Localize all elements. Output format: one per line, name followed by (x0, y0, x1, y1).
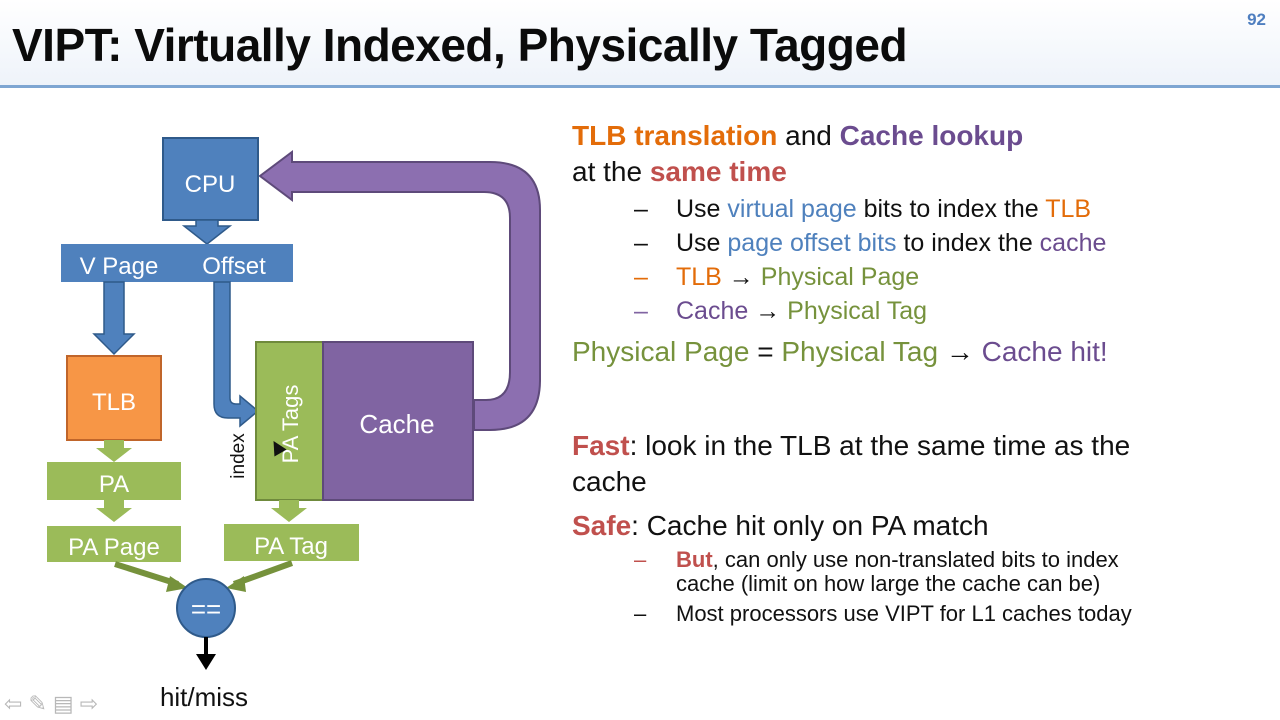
small-bullet-1-cont: cache (limit on how large the cache can … (572, 572, 1262, 596)
vpage-to-tlb-arrow (92, 281, 136, 356)
at-the-text: at the (572, 156, 650, 187)
index-label: index (228, 433, 249, 479)
vipt-diagram: CPU V Page Offset TLB PA PA Page PA Tags… (47, 137, 541, 712)
and-text: and (777, 120, 840, 151)
eq-text: Physical Tag (781, 336, 939, 367)
patags-to-patag-arrow (271, 500, 307, 522)
safe-line: Safe: Cache hit only on PA match (572, 508, 1262, 544)
pa-page-box (47, 526, 181, 562)
same-time-text: same time (649, 156, 787, 187)
small-text: , can only use non-translated bits to in… (712, 547, 1119, 572)
bullet-text: bits to index the (856, 195, 1046, 223)
next-slide-icon[interactable]: ⇨ (79, 691, 99, 716)
return-arrow-body (258, 150, 541, 431)
bullet-dash: – (634, 547, 647, 572)
bullet-text: to index the (896, 229, 1040, 257)
papage-to-compare-line (114, 561, 179, 587)
bullet-4: –Cache → Physical Tag (572, 294, 1262, 328)
bullet-text: page offset bits (727, 229, 897, 257)
bullet-text: Physical Page (760, 263, 920, 291)
bullet-1: –Use virtual page bits to index the TLB (572, 192, 1262, 226)
eq-text: → (938, 336, 982, 367)
but-text: But (676, 547, 713, 572)
pa-box (47, 462, 181, 500)
bullet-text: virtual page (727, 195, 857, 223)
small-bullet-2: – Most processors use VIPT for L1 caches … (572, 602, 1262, 626)
small-text: cache (limit on how large the cache can … (676, 571, 1101, 596)
bullet-text: Physical Tag (787, 297, 928, 325)
eq-text: Cache hit! (981, 336, 1108, 367)
patag-to-compare-head (226, 576, 246, 592)
pa-page-label: PA Page (68, 534, 160, 561)
v-page-label: V Page (80, 253, 159, 280)
arrow-text: → (748, 297, 788, 325)
bullet-text: cache (1039, 229, 1107, 257)
fast-text: : look in the TLB at the same time as th… (629, 430, 1131, 461)
offset-label: Offset (202, 253, 266, 280)
pa-label: PA (99, 471, 129, 498)
pa-to-papage-arrow (96, 500, 132, 522)
bullet-2: –Use page offset bits to index the cache (572, 226, 1262, 260)
bullet-text: Cache (676, 297, 749, 325)
bullet-dash: – (634, 195, 648, 223)
cache-label: Cache (359, 409, 434, 439)
safe-label: Safe (572, 510, 632, 541)
small-text: Most processors use VIPT for L1 caches t… (676, 601, 1132, 626)
bullet-text: TLB (1045, 195, 1092, 223)
safe-text: : Cache hit only on PA match (631, 510, 989, 541)
pa-tags-label: PA Tags (278, 385, 303, 464)
cpu-down-arrow (181, 219, 233, 245)
pen-icon[interactable]: ✎ (28, 691, 47, 716)
pa-tag-box (224, 524, 359, 561)
equality-line: Physical Page = Physical Tag → Cache hit… (572, 334, 1262, 370)
bullet-dash: – (634, 263, 648, 291)
line-2: at the same time (572, 154, 1262, 190)
slideshow-nav: ⇦ ✎ ▤ ⇨ (4, 692, 98, 716)
cache-lookup-text: Cache lookup (839, 120, 1024, 151)
fast-line: Fast: look in the TLB at the same time a… (572, 428, 1262, 464)
virtual-address-bar (61, 244, 293, 282)
tlb-to-pa-arrow (96, 440, 132, 462)
slide-body: TLB translation and Cache lookup at the … (572, 118, 1262, 626)
bullet-text: Use (676, 195, 728, 223)
tlb-label: TLB (92, 389, 136, 416)
cpu-label: CPU (185, 171, 236, 198)
slide-header: VIPT: Virtually Indexed, Physically Tagg… (0, 0, 1280, 88)
fast-label: Fast (572, 430, 630, 461)
cache-box (322, 341, 474, 501)
output-arrow-head (196, 654, 216, 670)
cpu-box (162, 137, 259, 221)
eq-text: Physical Page (572, 336, 750, 367)
prev-slide-icon[interactable]: ⇦ (4, 691, 23, 716)
pa-tag-label: PA Tag (254, 533, 328, 560)
tlb-translation-text: TLB translation (572, 120, 778, 151)
bullet-dash: – (634, 229, 648, 257)
small-bullet-1: – But, can only use non-translated bits t… (572, 548, 1262, 572)
eq-text: = (749, 336, 782, 367)
hit-miss-label: hit/miss (160, 682, 248, 712)
papage-to-compare-head (166, 576, 188, 592)
slide-number: 92 (1247, 10, 1266, 29)
bullet-text: TLB (676, 263, 722, 291)
arrow-text: → (721, 263, 761, 291)
offset-index-arrow (213, 281, 260, 428)
menu-icon[interactable]: ▤ (52, 691, 74, 716)
fast-line-2: cache (572, 464, 1262, 500)
slide-title: VIPT: Virtually Indexed, Physically Tagg… (12, 19, 908, 71)
bullet-3: –TLB → Physical Page (572, 260, 1262, 294)
line-1: TLB translation and Cache lookup (572, 118, 1262, 154)
bullet-dash: – (634, 297, 648, 325)
fast-text: cache (572, 466, 647, 497)
compare-label: == (191, 594, 221, 624)
tlb-box (66, 355, 162, 441)
bullet-dash: – (634, 601, 647, 626)
bullet-text: Use (676, 229, 728, 257)
